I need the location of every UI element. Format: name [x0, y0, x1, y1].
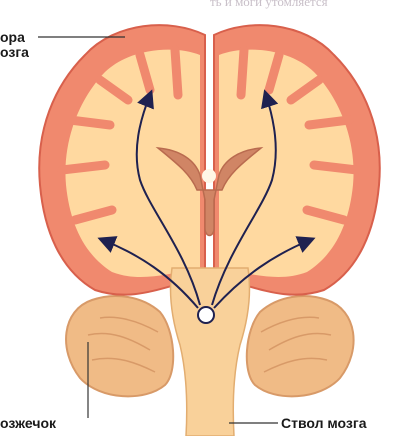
cortex-label-line2: озга: [0, 45, 29, 60]
cerebellum-label: озжечок: [0, 416, 56, 431]
brainstem-label: Ствол мозга: [281, 416, 367, 431]
cortex-label: ора озга: [0, 30, 29, 60]
reticular-formation-node: [198, 307, 214, 323]
brainstem: [170, 268, 249, 436]
white-matter: [62, 50, 357, 277]
cortex-label-line1: ора: [0, 30, 29, 45]
